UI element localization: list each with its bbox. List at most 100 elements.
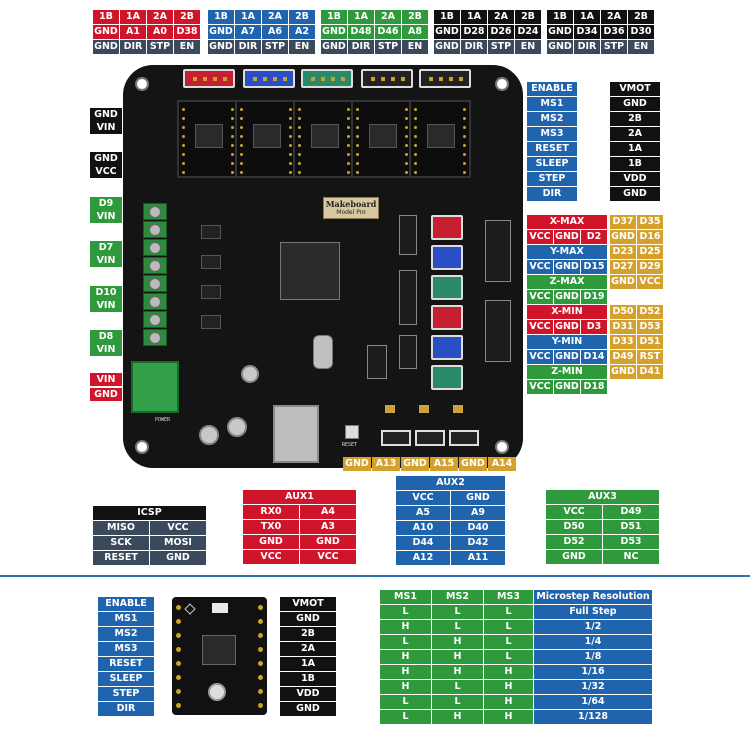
driver-pin bbox=[176, 661, 181, 666]
endstop-pin: VCC bbox=[527, 380, 553, 394]
left-pin-label: D7 bbox=[90, 241, 122, 254]
aux2-cell: D40 bbox=[451, 521, 505, 535]
driver-pin bbox=[347, 171, 350, 174]
capacitor bbox=[227, 417, 247, 437]
driver-pin bbox=[258, 675, 263, 680]
screw-terminal bbox=[143, 293, 167, 310]
driver-pin bbox=[240, 171, 243, 174]
driver-pin bbox=[298, 117, 301, 120]
thermistor-pin-label: A14 bbox=[488, 457, 516, 471]
pin-e1-row1: 1B bbox=[547, 10, 573, 24]
driver-pin bbox=[298, 153, 301, 156]
power-terminal bbox=[131, 361, 179, 413]
stepper-driver-module bbox=[172, 597, 267, 715]
driver-pin bbox=[240, 117, 243, 120]
driver-pin-label: VMOT bbox=[610, 82, 660, 96]
pin-z-row3: DIR bbox=[348, 40, 374, 54]
left-pin-label: VIN bbox=[90, 299, 122, 312]
screw-terminal bbox=[143, 257, 167, 274]
driver-pin bbox=[231, 126, 234, 129]
exp-pin-label: D23 bbox=[610, 245, 636, 259]
microstep-cell: L bbox=[484, 605, 533, 619]
driver-pin bbox=[347, 108, 350, 111]
driver-chip bbox=[369, 124, 397, 148]
led bbox=[385, 405, 395, 413]
aux2-cell: A12 bbox=[396, 551, 450, 565]
exp-pin-label: GND bbox=[610, 230, 636, 244]
endstop-name: X-MIN bbox=[527, 305, 607, 319]
driver-pin bbox=[463, 126, 466, 129]
aux2-cell: D42 bbox=[451, 536, 505, 550]
pin-x-row3: EN bbox=[174, 40, 200, 54]
driver-pin bbox=[347, 126, 350, 129]
y-min-connector bbox=[431, 335, 463, 360]
driver-pin bbox=[463, 117, 466, 120]
pin-z-row1: 1A bbox=[348, 10, 374, 24]
screw-terminal bbox=[143, 329, 167, 346]
aux2-cell: A5 bbox=[396, 506, 450, 520]
microstep-cell: H bbox=[432, 665, 483, 679]
driver-pin bbox=[176, 675, 181, 680]
icsp-cell: MOSI bbox=[150, 536, 206, 550]
driver-pin bbox=[405, 126, 408, 129]
driver-pin-label: MS3 bbox=[527, 127, 577, 141]
icsp-cell: RESET bbox=[93, 551, 149, 565]
pin-y-row3: STP bbox=[262, 40, 288, 54]
microcontroller-chip bbox=[280, 242, 340, 300]
usb-port bbox=[273, 405, 319, 463]
endstop-pin: VCC bbox=[527, 290, 553, 304]
mount-hole bbox=[135, 77, 149, 91]
pin-z-row1: 2B bbox=[402, 10, 428, 24]
pin-e1-row1: 1A bbox=[574, 10, 600, 24]
exp-pin-label: D49 bbox=[610, 350, 636, 364]
endstop-pin: GND bbox=[554, 350, 580, 364]
driver-pin bbox=[463, 135, 466, 138]
crystal-oscillator bbox=[313, 335, 333, 369]
driver-pin-label: 2B bbox=[610, 112, 660, 126]
reset-button[interactable] bbox=[345, 425, 359, 439]
thermistor-pin-label: A13 bbox=[372, 457, 400, 471]
exp1-header bbox=[485, 220, 511, 282]
exp-pin-label: D37 bbox=[610, 215, 636, 229]
left-pin-label: GND bbox=[90, 152, 122, 165]
driver-pin bbox=[258, 647, 263, 652]
microstep-cell: L bbox=[432, 695, 483, 709]
driver-pin-label: 2A bbox=[280, 642, 336, 656]
aux1-cell: TX0 bbox=[243, 520, 299, 534]
driver-pin bbox=[356, 135, 359, 138]
pin-e1-row3: STP bbox=[601, 40, 627, 54]
driver-pin bbox=[258, 689, 263, 694]
driver-pin-label: GND bbox=[280, 612, 336, 626]
pin-z-row3: EN bbox=[402, 40, 428, 54]
driver-pin bbox=[298, 108, 301, 111]
driver-pin bbox=[240, 126, 243, 129]
microstep-header: MS1 bbox=[380, 590, 431, 604]
driver-pin-label: RESET bbox=[527, 142, 577, 156]
aux2-cell: D44 bbox=[396, 536, 450, 550]
left-pin-label: VIN bbox=[90, 373, 122, 386]
microstep-cell: 1/128 bbox=[534, 710, 652, 724]
pin-y-row2: A2 bbox=[289, 25, 315, 39]
driver-pin-label: VDD bbox=[280, 687, 336, 701]
driver-pin-label: ENABLE bbox=[98, 597, 154, 611]
exp-pin-label: GND bbox=[610, 365, 636, 379]
aux1-title: AUX1 bbox=[243, 490, 356, 504]
endstop-pin: D14 bbox=[581, 350, 607, 364]
endstop-name: Z-MAX bbox=[527, 275, 607, 289]
driver-pin bbox=[405, 135, 408, 138]
aux4-header bbox=[399, 215, 417, 255]
driver-pin bbox=[414, 126, 417, 129]
driver-pin bbox=[463, 144, 466, 147]
exp-pin-label: D50 bbox=[610, 305, 636, 319]
exp-pin-label: D53 bbox=[637, 320, 663, 334]
driver-pin bbox=[240, 108, 243, 111]
pin-e1-row2: D36 bbox=[601, 25, 627, 39]
microstep-cell: L bbox=[380, 635, 431, 649]
pin-x-row1: 1B bbox=[93, 10, 119, 24]
exp-pin-label: D52 bbox=[637, 305, 663, 319]
exp-pin-label: D41 bbox=[637, 365, 663, 379]
driver-chip bbox=[311, 124, 339, 148]
pin-e0-row1: 1A bbox=[461, 10, 487, 24]
pin-z-row1: 1B bbox=[321, 10, 347, 24]
left-pin-label: VCC bbox=[90, 165, 122, 178]
